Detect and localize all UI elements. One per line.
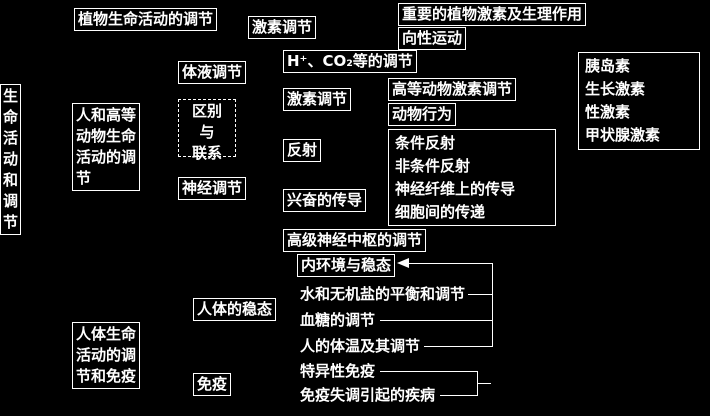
node-plant-regulation: 植物生命活动的调节 (74, 8, 218, 31)
node-immunity: 免疫 (193, 373, 232, 396)
list-item-sex-hormone: 性激素 (585, 103, 631, 121)
connector-line (409, 263, 492, 264)
list-item-intercellular-transmission: 细胞间的传递 (395, 203, 486, 221)
connector-line (468, 294, 492, 295)
list-item-thyroid-hormone: 甲状腺激素 (585, 126, 661, 144)
connector-line (424, 346, 492, 347)
list-item-blood-sugar-regulation: 血糖的调节 (300, 311, 376, 329)
list-item-growth-hormone: 生长激素 (585, 80, 646, 98)
node-higher-animal-hormones: 高等动物激素调节 (388, 78, 517, 101)
connector-line (380, 320, 492, 321)
node-root-title: 生 命 活 动 和 调 节 (0, 84, 21, 235)
list-item-unconditioned-reflex: 非条件反射 (395, 157, 471, 175)
hormone-list-box: 胰岛素 生长激素 性激素 甲状腺激素 (578, 52, 700, 150)
node-human-body-regulation-immunity: 人体生命 活动的调 节和免疫 (72, 322, 140, 389)
node-reflex: 反射 (283, 139, 322, 162)
list-item-specific-immunity: 特异性免疫 (300, 362, 376, 380)
connector-line (477, 383, 491, 384)
node-important-plant-hormones: 重要的植物激素及生理作用 (398, 3, 587, 26)
node-humoral-regulation: 体液调节 (178, 61, 247, 84)
list-item-body-temperature-regulation: 人的体温及其调节 (300, 337, 421, 355)
node-excitation-conduction: 兴奋的传导 (283, 189, 367, 212)
node-human-animal-regulation: 人和高等 动物生命 活动的调 节 (72, 103, 140, 191)
node-animal-hormone-regulation: 激素调节 (283, 88, 352, 111)
bracket-line (492, 263, 493, 347)
arrow-head-left-icon (397, 258, 409, 268)
node-plant-hormone-regulation: 激素调节 (248, 16, 317, 39)
reflex-list-box: 条件反射 非条件反射 神经纤维上的传导 细胞间的传递 (388, 129, 556, 226)
list-item-insulin: 胰岛素 (585, 57, 631, 75)
node-h-co2-regulation: H⁺、CO₂等的调节 (283, 50, 417, 73)
node-human-homeostasis: 人体的稳态 (193, 298, 277, 321)
list-item-nerve-fiber-conduction: 神经纤维上的传导 (395, 180, 516, 198)
node-higher-nerve-center: 高级神经中枢的调节 (283, 229, 427, 252)
node-internal-environment: 内环境与稳态 (297, 254, 396, 277)
node-difference-connection: 区别 与 联系 (178, 99, 236, 162)
list-item-water-salt-balance: 水和无机盐的平衡和调节 (300, 285, 466, 303)
node-nerve-regulation: 神经调节 (178, 177, 247, 200)
connector-line (380, 371, 477, 372)
connector-line (440, 395, 477, 396)
list-item-conditioned-reflex: 条件反射 (395, 134, 456, 152)
node-animal-behavior: 动物行为 (388, 103, 457, 126)
list-item-immune-disorder-diseases: 免疫失调引起的疾病 (300, 386, 436, 404)
node-tropism: 向性运动 (398, 27, 467, 50)
